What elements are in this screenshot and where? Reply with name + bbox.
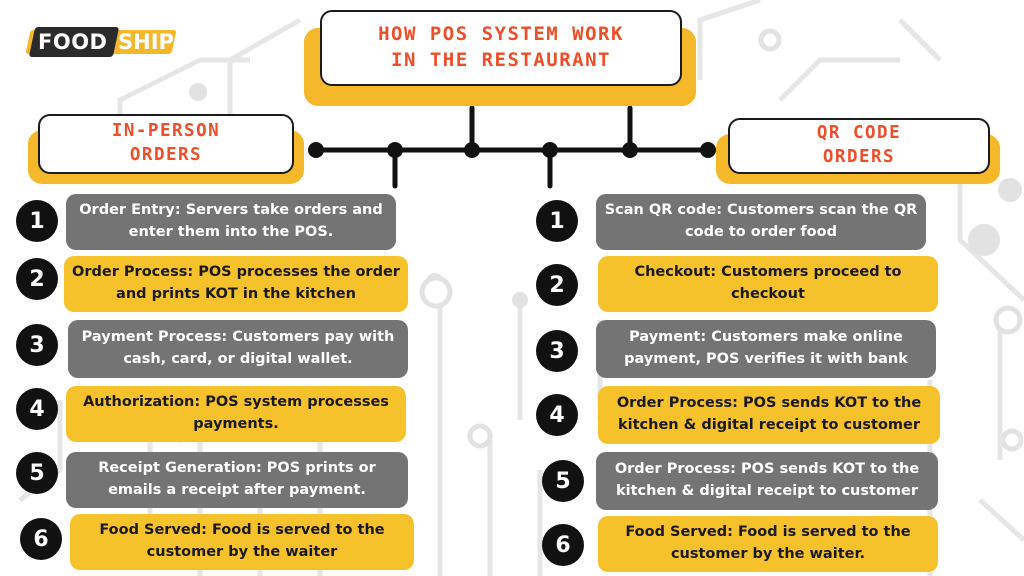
right-heading: QR CODE ORDERS — [728, 118, 990, 174]
right-step-3-badge: 3 — [536, 330, 578, 372]
left-step-1-card: Order Entry: Servers take orders and ent… — [66, 194, 396, 250]
right-heading-text: QR CODE ORDERS — [816, 123, 902, 167]
left-step-1-badge: 1 — [16, 200, 58, 242]
left-step-5-card: Receipt Generation: POS prints or emails… — [66, 452, 408, 508]
left-step-6-card: Food Served: Food is served to the custo… — [70, 514, 414, 570]
right-step-5-badge: 5 — [542, 460, 584, 502]
logo-text-ship: SHIP — [118, 30, 174, 54]
right-step-6-badge: 6 — [542, 524, 584, 566]
right-step-2-badge: 2 — [536, 264, 578, 306]
right-step-1-badge: 1 — [536, 200, 578, 242]
left-step-3-card: Payment Process: Customers pay with cash… — [68, 320, 408, 378]
left-step-2-card: Order Process: POS processes the order a… — [64, 256, 408, 312]
right-step-3-card: Payment: Customers make online payment, … — [596, 320, 936, 378]
right-step-4-badge: 4 — [536, 394, 578, 436]
left-step-6-badge: 6 — [20, 518, 62, 560]
right-step-6-card: Food Served: Food is served to the custo… — [598, 516, 938, 572]
logo-text-food: FOOD — [38, 30, 108, 54]
left-step-4-card: Authorization: POS system processes paym… — [66, 386, 406, 442]
left-heading-text: IN-PERSON ORDERS — [111, 121, 221, 165]
left-step-5-badge: 5 — [16, 452, 58, 494]
left-heading: IN-PERSON ORDERS — [38, 114, 294, 174]
left-step-3-badge: 3 — [16, 324, 58, 366]
left-step-4-badge: 4 — [16, 388, 58, 430]
right-step-4-card: Order Process: POS sends KOT to the kitc… — [598, 386, 940, 444]
right-step-1-card: Scan QR code: Customers scan the QR code… — [596, 194, 926, 250]
foodship-logo[interactable]: FOOD SHIP — [25, 26, 177, 58]
left-step-2-badge: 2 — [16, 258, 58, 300]
right-step-5-card: Order Process: POS sends KOT to the kitc… — [596, 452, 938, 510]
page-title-text: HOW POS SYSTEM WORK IN THE RESTAURANT — [378, 23, 624, 71]
right-step-2-card: Checkout: Customers proceed to checkout — [598, 256, 938, 312]
page-title: HOW POS SYSTEM WORK IN THE RESTAURANT — [320, 10, 682, 86]
